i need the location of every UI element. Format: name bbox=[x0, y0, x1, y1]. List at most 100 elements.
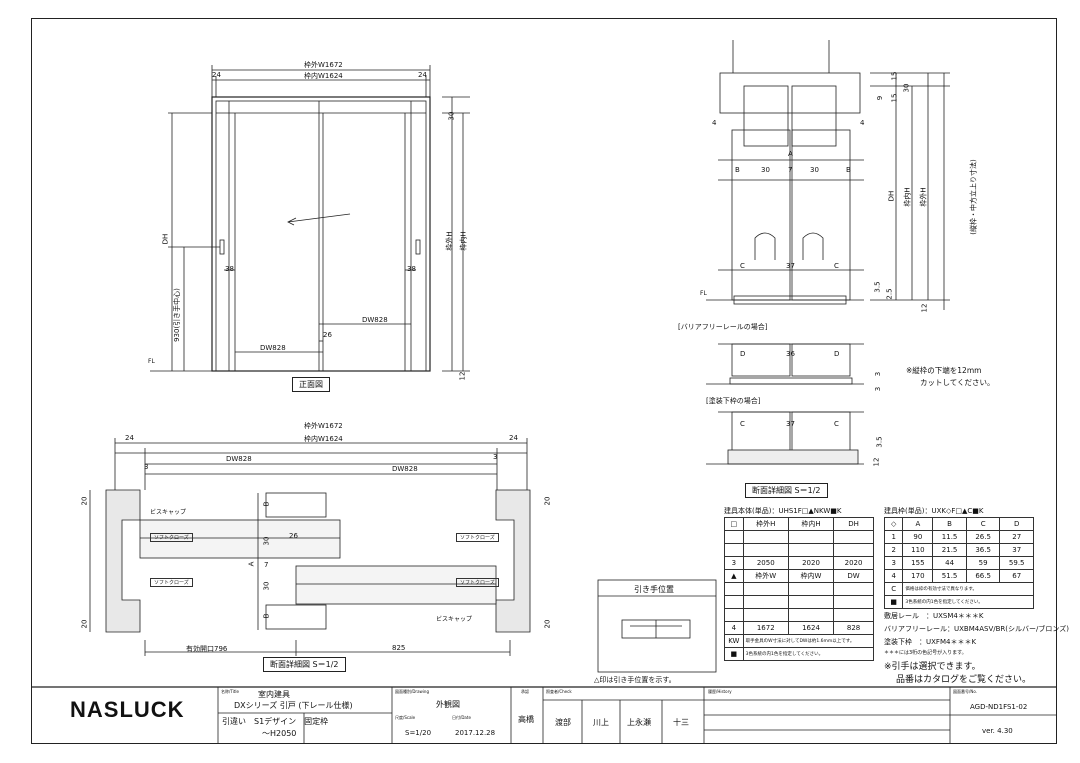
tr-h1: A bbox=[902, 517, 934, 531]
tr-r2-2: 44 bbox=[932, 556, 967, 570]
paint-12: 12 bbox=[872, 457, 881, 467]
tr-r0-4: 27 bbox=[999, 530, 1034, 544]
sec-4a: 4 bbox=[712, 119, 717, 127]
tb-checker-1: 渡部 bbox=[555, 718, 571, 727]
tl-kw: KW bbox=[724, 634, 744, 648]
plan-opening: 有効開口796 bbox=[186, 645, 228, 653]
sec-7: 7 bbox=[788, 166, 793, 174]
tr-sq-note: 3色系統の内1色を指定してください。 bbox=[902, 595, 1034, 609]
tr-r3-2: 51.5 bbox=[932, 569, 967, 583]
note-color-code: ＊＊＊には3桁の色記号が入ります。 bbox=[884, 650, 967, 656]
tr-h2: B bbox=[932, 517, 967, 531]
plan-b2: B bbox=[262, 613, 271, 619]
barrier-d-left: D bbox=[740, 350, 746, 358]
tr-r1-2: 21.5 bbox=[932, 543, 967, 557]
softclose-1: ソフトクローズ bbox=[150, 533, 193, 542]
front-h-outer: 枠外H bbox=[445, 231, 454, 251]
tl-h2-1: 枠外W bbox=[742, 569, 789, 583]
tl-h3: DH bbox=[833, 517, 874, 531]
tr-r2-4: 59.5 bbox=[999, 556, 1034, 570]
sec-dh: DH bbox=[887, 190, 896, 202]
front-side-right: 24 bbox=[418, 71, 427, 79]
plan-caption: 断面詳細図 S＝1/2 bbox=[263, 657, 346, 672]
tl-r3-3: 2020 bbox=[833, 556, 874, 570]
front-gap-left: 38 bbox=[225, 265, 234, 273]
biscap-bottom: ビスキャップ bbox=[436, 616, 473, 623]
front-bottom-12: 12 bbox=[458, 371, 467, 381]
plan-a: A bbox=[247, 561, 256, 567]
tb-scale-label: 尺度/Scale bbox=[395, 715, 416, 720]
table-right-title: 建具枠(単品)：UXK◇F□▲C■K bbox=[884, 507, 984, 515]
nasluck-logo: NASLUCK bbox=[70, 697, 185, 722]
note-paint-frame: 塗装下枠 ：UXFM4＊＊＊K bbox=[884, 638, 977, 646]
tl-r4-3: 828 bbox=[833, 621, 874, 635]
tl-sq-note: 3色系統の内1色を指定してください。 bbox=[742, 647, 875, 661]
plan-inner-width: 枠内W1624 bbox=[304, 435, 343, 443]
tb-drawing-label: 図面種別/Drawing bbox=[395, 689, 429, 694]
plan-20b: 20 bbox=[80, 619, 89, 629]
tr-r1-0: 2 bbox=[883, 543, 904, 557]
tb-scale: S=1/20 bbox=[405, 729, 432, 737]
tl-r3-2: 2020 bbox=[787, 556, 835, 570]
plan-side-right: 24 bbox=[509, 434, 518, 442]
barrier-3a: 3 bbox=[874, 371, 883, 377]
sec-frame-note: (縦枠・中方立上り寸法) bbox=[969, 159, 978, 235]
tb-approve: 高橋 bbox=[518, 715, 534, 724]
sec-b-right: B bbox=[846, 166, 851, 174]
tl-r4-2: 1624 bbox=[787, 621, 835, 635]
tr-h4: D bbox=[999, 517, 1034, 531]
tl-kw-note: 取手金具のW寸法に対してDWは約1.6mm以上です。 bbox=[742, 634, 875, 648]
tr-r2-3: 59 bbox=[965, 556, 1001, 570]
plan-outer-width: 枠外W1672 bbox=[304, 422, 343, 430]
tb-name2: DXシリーズ 引戸 (下レール仕様) bbox=[234, 701, 353, 710]
plan-dw-top: DW828 bbox=[226, 455, 252, 463]
front-dw-left: DW828 bbox=[260, 344, 286, 352]
tr-r0-1: 90 bbox=[902, 530, 934, 544]
plan-30b: 30 bbox=[262, 581, 271, 591]
sec-4b: 4 bbox=[860, 119, 865, 127]
plan-three-left: 3 bbox=[144, 463, 149, 471]
sec-h-inner: 枠内H bbox=[903, 187, 912, 207]
barrier-d-right: D bbox=[834, 350, 840, 358]
sec-h-outer: 枠外H bbox=[919, 187, 928, 207]
front-dw-right: DW828 bbox=[362, 316, 388, 324]
tb-date-label: 日付/Date bbox=[452, 715, 471, 720]
tr-h3: C bbox=[965, 517, 1001, 531]
paint-c-right: C bbox=[834, 420, 839, 428]
front-inner-width: 枠内W1624 bbox=[304, 72, 343, 80]
tl-h2: 枠内H bbox=[787, 517, 835, 531]
paint-37: 37 bbox=[786, 420, 795, 428]
sec-3-5: 3.5 bbox=[873, 281, 882, 293]
sec-a: A bbox=[788, 150, 793, 158]
tr-c-note: 価格は枠の有効寸法で異なります。 bbox=[902, 582, 1034, 596]
tr-r1-3: 36.5 bbox=[965, 543, 1001, 557]
plan-20c: 20 bbox=[543, 496, 552, 506]
sec-fl: FL bbox=[700, 290, 707, 297]
handle-pos-note: △印は引き手位置を示す。 bbox=[594, 676, 676, 684]
plan-dw-bottom: DW828 bbox=[392, 465, 418, 473]
note-handle-select: ※引手は選択できます。 bbox=[884, 662, 981, 672]
tr-r2-0: 3 bbox=[883, 556, 904, 570]
sec-c-left: C bbox=[740, 262, 745, 270]
plan-7: 7 bbox=[264, 561, 269, 569]
tb-version: ver. 4.30 bbox=[982, 727, 1013, 735]
sec-2-5: 2.5 bbox=[885, 288, 894, 300]
tb-check-label: 照査者/Check bbox=[546, 689, 572, 694]
sec-37: 37 bbox=[786, 262, 795, 270]
tr-h0: ◇ bbox=[883, 517, 904, 531]
tl-h1: 枠外H bbox=[742, 517, 789, 531]
note-barrier-rail: バリアフリーレール：UXBM4ASV/BR(シルバー/ブロンズ) bbox=[884, 625, 1069, 633]
paint-c-left: C bbox=[740, 420, 745, 428]
front-fl: FL bbox=[148, 358, 155, 365]
tl-r3-0: 3 bbox=[724, 556, 744, 570]
tb-dwg-no: AGD-ND1FS1-02 bbox=[970, 703, 1028, 711]
tr-sq: ■ bbox=[883, 595, 904, 609]
cut-note-2: カットしてください。 bbox=[920, 378, 995, 387]
tb-approve-label: 承認 bbox=[521, 689, 529, 694]
tb-name-label: 名称/Title bbox=[221, 689, 239, 694]
plan-825: 825 bbox=[392, 644, 406, 652]
sec-12: 12 bbox=[920, 303, 929, 313]
tr-r0-3: 26.5 bbox=[965, 530, 1001, 544]
